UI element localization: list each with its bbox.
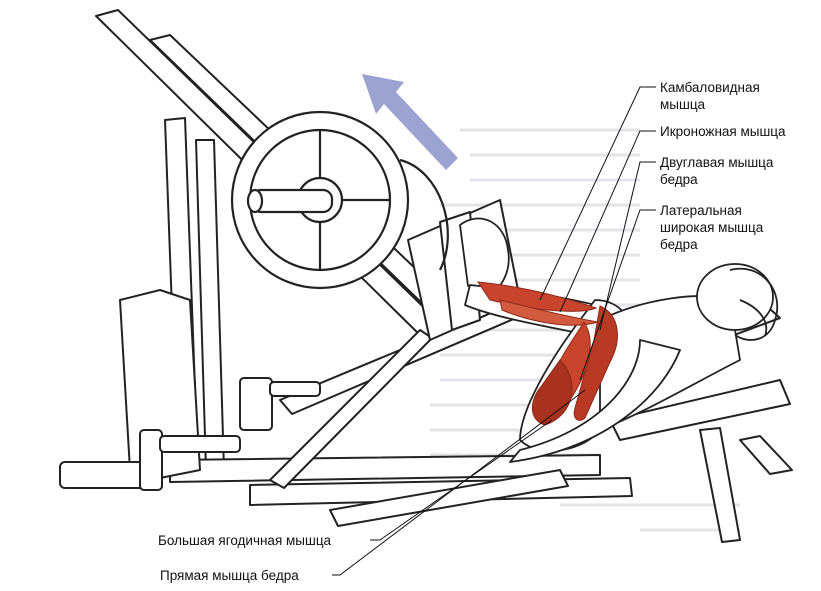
muscles <box>477 281 618 426</box>
label-biceps-line1: Двуглавая мышца <box>660 155 774 170</box>
label-soleus-line2: мышца <box>660 97 706 112</box>
label-vastus-lateralis: Латеральная широкая мышца бедра <box>660 202 763 253</box>
direction-arrow-icon <box>362 74 458 170</box>
label-gluteus-maximus: Большая ягодичная мышца <box>158 532 331 549</box>
label-biceps-femoris: Двуглавая мышца бедра <box>660 154 773 188</box>
label-gluteus-text: Большая ягодичная мышца <box>158 533 332 548</box>
label-biceps-line2: бедра <box>660 172 698 187</box>
label-soleus: Камбаловидная мышца <box>660 79 760 113</box>
label-gastrocnemius: Икроножная мышца <box>660 123 786 140</box>
label-vastus-line1: Латеральная <box>660 203 742 218</box>
label-soleus-line1: Камбаловидная <box>660 80 760 95</box>
label-rectus-text: Прямая мышца бедра <box>160 568 299 583</box>
label-vastus-line2: широкая мышца <box>660 220 764 235</box>
weight-plate <box>230 110 449 290</box>
label-gastrocnemius-text: Икроножная мышца <box>660 124 786 139</box>
label-rectus-femoris: Прямая мышца бедра <box>160 567 299 584</box>
leader-lines <box>332 86 656 576</box>
label-vastus-line3: бедра <box>660 237 698 252</box>
muscle-biceps-femoris <box>573 305 618 421</box>
